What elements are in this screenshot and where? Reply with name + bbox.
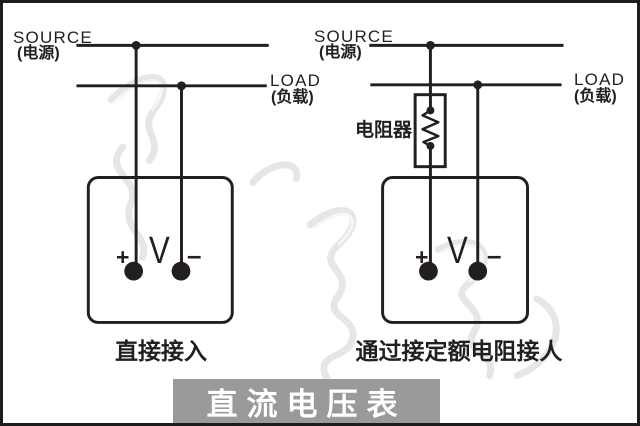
right-voltmeter-box	[381, 176, 530, 324]
right-plus-sign: +	[415, 244, 429, 270]
left-voltmeter-box	[86, 176, 234, 324]
left-minus-sign: –	[187, 240, 202, 270]
left-voltmeter-letter: V	[149, 230, 170, 272]
right-load-label: LOAD	[574, 70, 626, 89]
right-negative-terminal	[468, 261, 488, 281]
right-minus-sign: –	[487, 240, 502, 270]
resistor-top-dot	[426, 106, 435, 115]
right-source-junction-dot	[425, 40, 435, 50]
resistor-zigzag	[421, 109, 440, 148]
left-load-junction-dot	[177, 81, 186, 91]
left-plus-sign: +	[116, 244, 130, 270]
right-source-sublabel: (电源)	[319, 44, 362, 61]
left-source-sublabel: (电源)	[17, 45, 60, 62]
left-source-junction-dot	[131, 40, 141, 50]
right-load-junction-dot	[473, 80, 483, 90]
left-load-label: LOAD	[270, 71, 322, 90]
resistor-label: 电阻器	[355, 120, 413, 141]
title-banner: 直流电压表	[173, 379, 440, 423]
left-negative-terminal	[171, 261, 191, 281]
right-source-label: SOURCE	[314, 27, 394, 46]
left-circuit-wires	[76, 43, 269, 270]
right-positive-terminal	[419, 261, 438, 281]
resistor-box	[413, 93, 447, 169]
circuit-artwork	[76, 40, 564, 388]
right-voltmeter-letter: V	[447, 230, 468, 272]
right-caption: 通过接定额电阻接人	[355, 338, 563, 364]
title-banner-text: 直流电压表	[206, 386, 407, 422]
left-source-label: SOURCE	[13, 28, 93, 47]
right-load-sublabel: (负载)	[574, 88, 617, 105]
left-caption: 直接接入	[115, 338, 207, 364]
resistor-bottom-dot	[426, 142, 435, 150]
left-load-sublabel: (负载)	[271, 89, 314, 106]
left-positive-terminal	[124, 261, 144, 281]
